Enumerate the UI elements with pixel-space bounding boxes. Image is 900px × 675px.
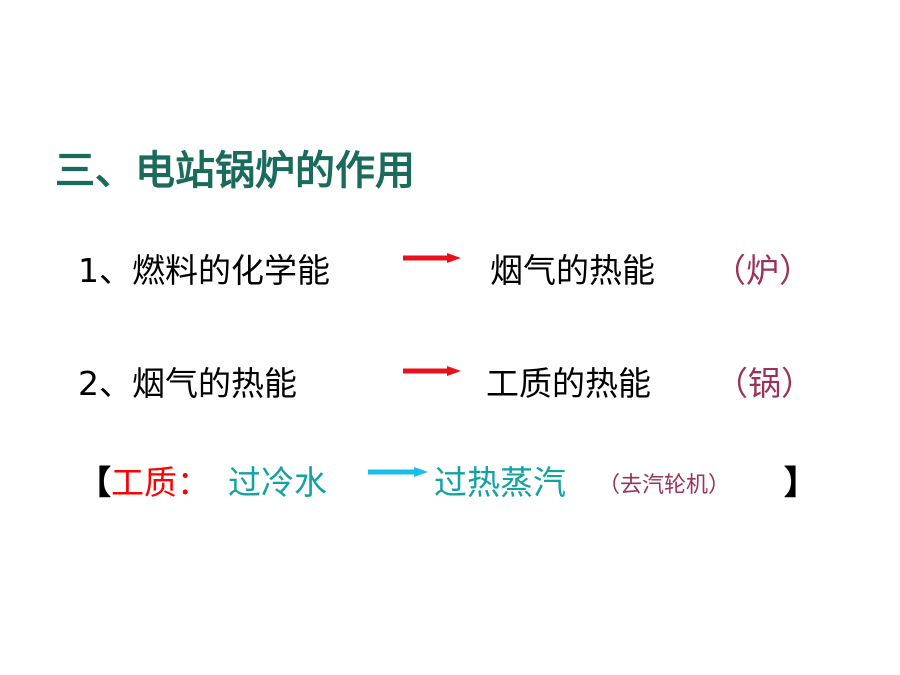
row1-source: 1、燃料的化学能 xyxy=(78,251,330,290)
row3-note: （去汽轮机） xyxy=(598,473,731,498)
row1-target: 烟气的热能 xyxy=(490,251,655,290)
row3-close-bracket: 】 xyxy=(784,463,817,502)
slide-title: 三、电站锅炉的作用 xyxy=(55,148,415,194)
row3-to: 过热蒸汽 xyxy=(434,463,566,502)
row2-source: 2、烟气的热能 xyxy=(78,364,297,403)
row3-open-bracket: 【 xyxy=(78,463,111,502)
row3-arrow-icon xyxy=(368,467,428,477)
row1-arrow-icon xyxy=(403,253,461,263)
row3-label: 工质： xyxy=(111,463,210,502)
row2-arrow-icon xyxy=(403,366,461,376)
row2-target: 工质的热能 xyxy=(486,364,651,403)
row3-from: 过冷水 xyxy=(228,463,327,502)
row1-note: （炉） xyxy=(713,251,812,290)
row2-note: （锅） xyxy=(715,364,814,403)
